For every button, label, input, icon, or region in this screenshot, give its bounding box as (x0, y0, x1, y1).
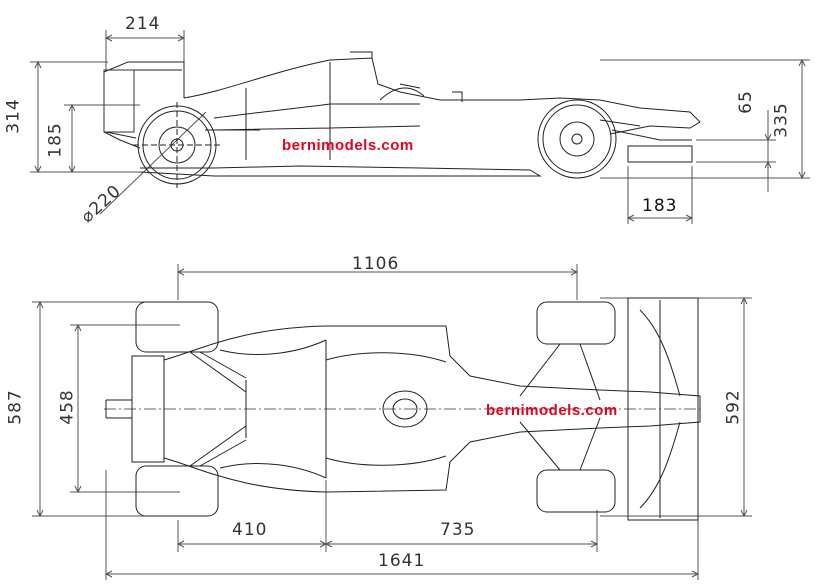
dim-line-overall-height (30, 62, 140, 172)
dim-label-rear-inner: 458 (57, 389, 78, 425)
chassis-top (164, 326, 700, 492)
dim-line-rear-inner (70, 325, 180, 492)
watermark-top-view: bernimodels.com (486, 402, 618, 419)
dim-line-rear-wheel-height (64, 105, 140, 172)
rear-wing-endplate (104, 70, 134, 132)
rear-suspension-top (190, 352, 246, 466)
dim-line-wheelbase (178, 264, 577, 300)
dim-line-front-wing-length (628, 166, 692, 224)
rear-wing-side (104, 62, 184, 148)
dim-line-overall-length (106, 470, 698, 580)
dim-label-rear-track: 587 (5, 389, 26, 425)
dim-label-front-wing-length: 183 (642, 196, 678, 216)
dim-label-rear-overhang: 214 (125, 14, 161, 34)
rear-wheel-side (133, 102, 220, 188)
dim-line-front-wing-height (696, 110, 776, 192)
rear-wing-top (106, 356, 164, 462)
dim-label-front-height: 335 (771, 102, 792, 138)
dim-label-front-wing-height: 65 (735, 90, 756, 114)
top-view (32, 264, 752, 580)
watermark-side-view: bernimodels.com (282, 137, 414, 154)
dim-label-front-track: 592 (723, 389, 744, 425)
dim-label-wheelbase: 1106 (352, 254, 400, 274)
dim-label-overall-length: 1641 (378, 551, 426, 571)
front-wing-side (600, 120, 692, 162)
rear-wheel-top-left (136, 302, 218, 352)
dim-line-rear-overhang (106, 30, 184, 70)
rear-wheel-top-right (136, 466, 218, 516)
front-suspension-top (520, 344, 600, 470)
dim-line-wheel-diameter (100, 112, 206, 214)
dim-label-rear-wheel-height: 185 (45, 122, 66, 158)
floor-side (140, 166, 540, 176)
sidepod-side (205, 62, 420, 160)
sidepods-top (220, 340, 446, 478)
cockpit-top (383, 391, 427, 427)
side-view (30, 30, 810, 224)
front-wheel-top-right (537, 470, 615, 512)
cockpit-side (350, 52, 462, 102)
dim-line-front-height (600, 60, 810, 178)
front-wheel-top-left (537, 302, 615, 344)
front-wing-top (628, 298, 698, 520)
engine-cover-side (184, 58, 700, 134)
helmet-top (393, 399, 417, 419)
front-wheel-side (538, 100, 616, 178)
dim-label-rear-section: 410 (232, 520, 268, 540)
dim-label-mid-section: 735 (440, 520, 476, 540)
dim-label-overall-height: 314 (3, 98, 24, 134)
